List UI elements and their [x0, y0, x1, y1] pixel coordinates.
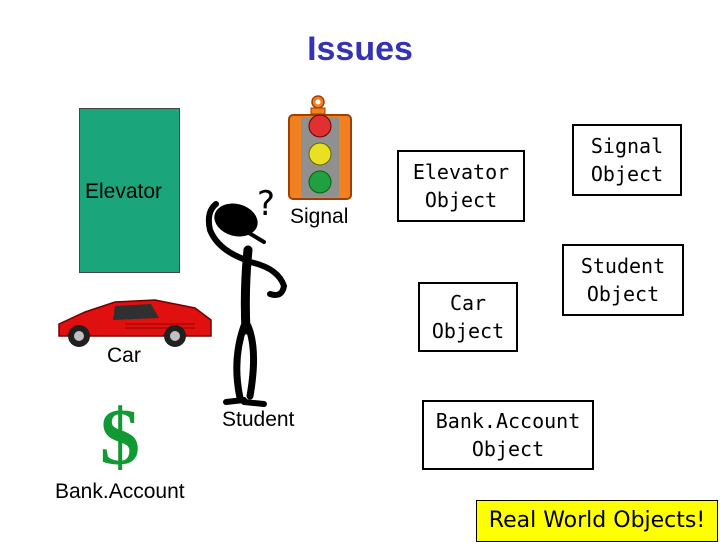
signal-object-box: Signal Object	[572, 124, 682, 196]
student-object-line2: Object	[586, 282, 660, 306]
car-object-line1: Car	[449, 291, 487, 315]
signal-object-line2: Object	[590, 162, 664, 186]
signal-object-line1: Signal	[590, 134, 664, 158]
car-label: Car	[107, 344, 141, 367]
elevator-object-box: Elevator Object	[397, 150, 525, 222]
car-object-line2: Object	[431, 319, 505, 343]
bank-account-object-box: Bank.Account Object	[422, 400, 594, 470]
bank-account-label: Bank.Account	[55, 480, 185, 503]
bank-account-object-line2: Object	[471, 437, 545, 461]
student-object-box: Student Object	[562, 244, 684, 316]
question-mark: ?	[257, 184, 276, 224]
car-object-box: Car Object	[418, 282, 518, 352]
traffic-light-icon	[288, 95, 352, 200]
dollar-icon: $	[100, 394, 140, 482]
page-title: Issues	[307, 30, 413, 68]
elevator-rect	[79, 108, 180, 273]
thinking-person-icon	[205, 201, 288, 407]
car-icon	[58, 299, 212, 347]
bank-account-object-line1: Bank.Account	[435, 409, 581, 433]
student-object-line1: Student	[580, 254, 666, 278]
elevator-object-line1: Elevator	[412, 160, 510, 184]
signal-label: Signal	[290, 205, 349, 228]
real-world-objects-caption: Real World Objects!	[476, 500, 718, 542]
student-label: Student	[222, 408, 295, 431]
elevator-label: Elevator	[85, 180, 163, 203]
elevator-object-line2: Object	[424, 188, 498, 212]
